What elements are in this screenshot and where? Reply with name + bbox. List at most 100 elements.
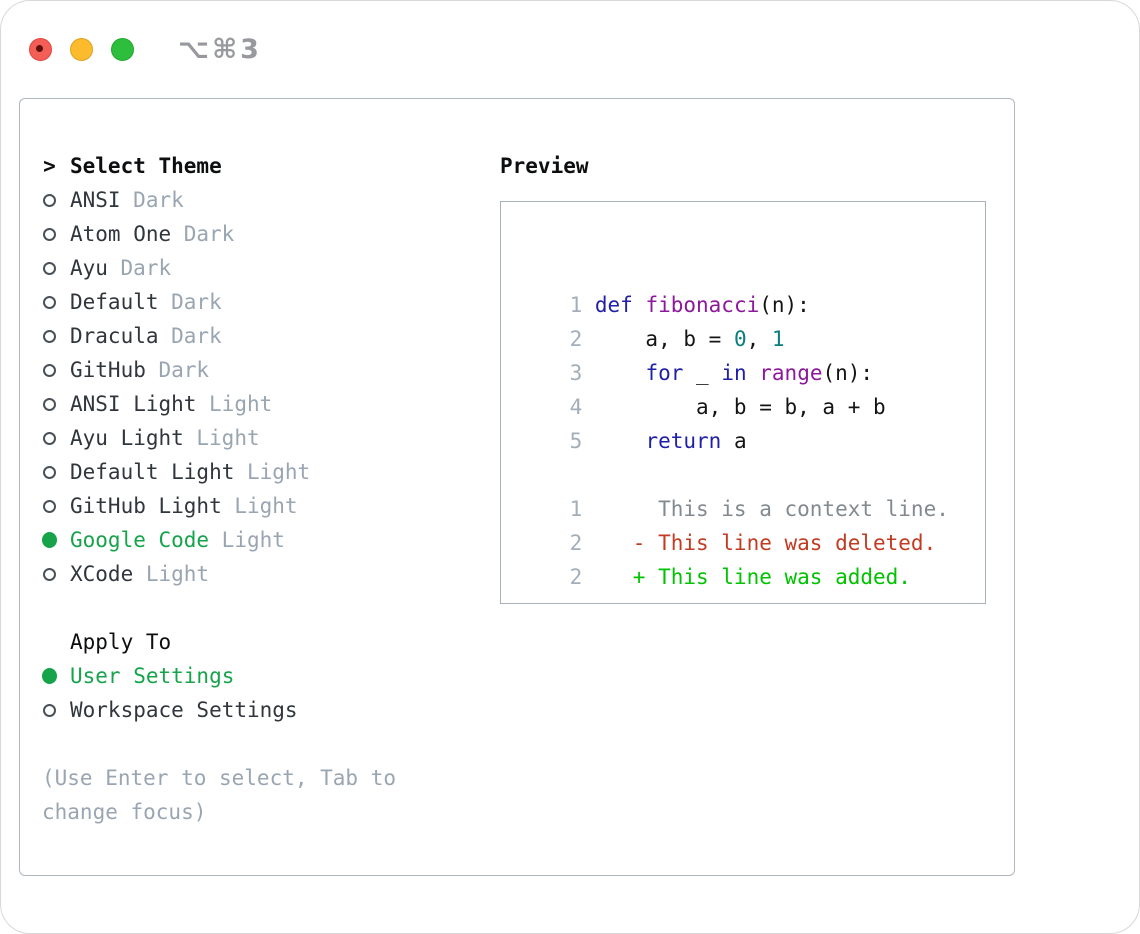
radio-icon	[43, 295, 56, 309]
minimize-button[interactable]	[70, 38, 93, 61]
theme-name: Default Light	[70, 460, 235, 484]
theme-variant: Dark	[171, 290, 222, 314]
theme-name: Google Code	[70, 528, 210, 552]
code-token-pln: (n):	[759, 293, 810, 317]
line-number: 4	[569, 395, 583, 419]
apply-to-option[interactable]: Workspace Settings	[42, 693, 500, 727]
theme-name: XCode	[70, 562, 134, 586]
code-token-pln	[747, 361, 760, 385]
theme-list-item[interactable]: Dracula Dark	[42, 319, 500, 353]
apply-to-header: Apply To	[42, 625, 500, 659]
theme-list-item[interactable]: Default Light Light	[42, 455, 500, 489]
theme-name: Ayu Light	[70, 426, 184, 450]
main-panel: > Select Theme ANSI Dark Atom One Dark A…	[19, 98, 1015, 876]
theme-picker-column: > Select Theme ANSI Dark Atom One Dark A…	[42, 149, 500, 875]
theme-name: GitHub	[70, 358, 146, 382]
code-token-kwd: return	[645, 429, 722, 453]
theme-name: ANSI	[70, 188, 121, 212]
line-number: 2	[569, 565, 583, 589]
theme-list-item[interactable]: XCode Light	[42, 557, 500, 591]
code-token-pln: (n):	[822, 361, 874, 385]
line-number: 2	[569, 327, 583, 351]
apply-to-header-label: Apply To	[70, 630, 172, 654]
preview-code-line: 2 a, b = 0, 1	[519, 288, 985, 351]
apply-to-list: User Settings Workspace Settings	[42, 659, 500, 727]
theme-name: Atom One	[70, 222, 172, 246]
code-token-kwd: for	[645, 361, 684, 385]
theme-name: ANSI Light	[70, 392, 197, 416]
theme-list-item[interactable]: Ayu Light Light	[42, 421, 500, 455]
radio-icon	[43, 465, 56, 479]
code-token-ctx: This is a context line.	[594, 497, 949, 521]
code-token-pln: _	[683, 361, 722, 385]
theme-list-item[interactable]: ANSI Light Light	[42, 387, 500, 421]
theme-variant: Light	[196, 426, 260, 450]
code-token-pln	[595, 361, 646, 385]
apply-to-option-label: User Settings	[70, 664, 235, 688]
theme-variant: Light	[221, 528, 285, 552]
theme-list-item[interactable]: Google Code Light	[42, 523, 500, 557]
theme-list-item[interactable]: GitHub Dark	[42, 353, 500, 387]
code-token-add: + This line was added.	[594, 565, 911, 589]
theme-list-item[interactable]: GitHub Light Light	[42, 489, 500, 523]
theme-variant: Light	[246, 460, 311, 484]
code-token-pln	[633, 293, 646, 317]
line-number: 3	[569, 361, 583, 385]
theme-variant: Light	[234, 494, 298, 518]
theme-list-item[interactable]: ANSI Dark	[42, 183, 500, 217]
code-token-kwd: in	[721, 361, 747, 385]
line-number: 5	[569, 429, 583, 453]
theme-variant: Dark	[171, 324, 222, 348]
select-theme-header-label: Select Theme	[70, 154, 222, 178]
radio-icon	[43, 261, 56, 275]
code-token-typ: fibonacci	[645, 293, 760, 317]
radio-icon	[43, 329, 56, 343]
zoom-button[interactable]	[111, 38, 134, 61]
theme-list: ANSI Dark Atom One Dark Ayu Dark Default…	[42, 183, 500, 591]
radio-icon	[43, 499, 56, 513]
theme-variant: Dark	[158, 358, 210, 382]
theme-list-item[interactable]: Ayu Dark	[42, 251, 500, 285]
keyboard-hint: (Use Enter to select, Tab to change focu…	[42, 766, 397, 824]
code-token-lit: 1	[771, 327, 785, 351]
theme-list-item[interactable]: Default Dark	[42, 285, 500, 319]
radio-icon	[43, 363, 56, 377]
code-token-del: - This line was deleted.	[594, 531, 937, 555]
theme-name: Dracula	[70, 324, 159, 348]
radio-icon	[43, 193, 56, 207]
preview-code-line: 5 return a	[519, 390, 985, 453]
theme-variant: Light	[209, 392, 273, 416]
preview-code-line: 2 - This line was deleted.	[519, 492, 985, 555]
preview-code-line: 2 + This line was added.	[519, 526, 985, 589]
theme-name: Ayu	[70, 256, 108, 280]
theme-variant: Light	[145, 562, 210, 586]
line-number: 1	[569, 497, 583, 521]
close-button[interactable]	[29, 38, 52, 61]
theme-name: Default	[70, 290, 159, 314]
code-token-pln: a, b =	[594, 327, 734, 351]
code-token-pln: ,	[746, 327, 772, 351]
apply-to-option[interactable]: User Settings	[42, 659, 500, 693]
theme-variant: Dark	[133, 188, 184, 212]
theme-variant: Dark	[120, 256, 172, 280]
preview-header: Preview	[500, 154, 589, 178]
code-token-kwd: def	[594, 293, 633, 317]
apply-to-indent	[42, 625, 57, 659]
line-number: 2	[569, 531, 583, 555]
preview-code-line: 4 a, b = b, a + b	[519, 356, 985, 419]
select-theme-header: > Select Theme	[42, 149, 500, 183]
code-token-lit: 0	[733, 327, 747, 351]
preview-code-line: 3 for _ in range(n):	[519, 322, 985, 385]
apply-to-option-label: Workspace Settings	[70, 698, 298, 722]
radio-selected-icon	[42, 668, 57, 684]
theme-variant: Dark	[183, 222, 235, 246]
prompt-caret-icon: >	[43, 154, 56, 178]
theme-list-item[interactable]: Atom One Dark	[42, 217, 500, 251]
code-token-pln: a	[721, 429, 747, 453]
radio-selected-icon	[42, 532, 57, 548]
code-token-pln	[595, 429, 646, 453]
